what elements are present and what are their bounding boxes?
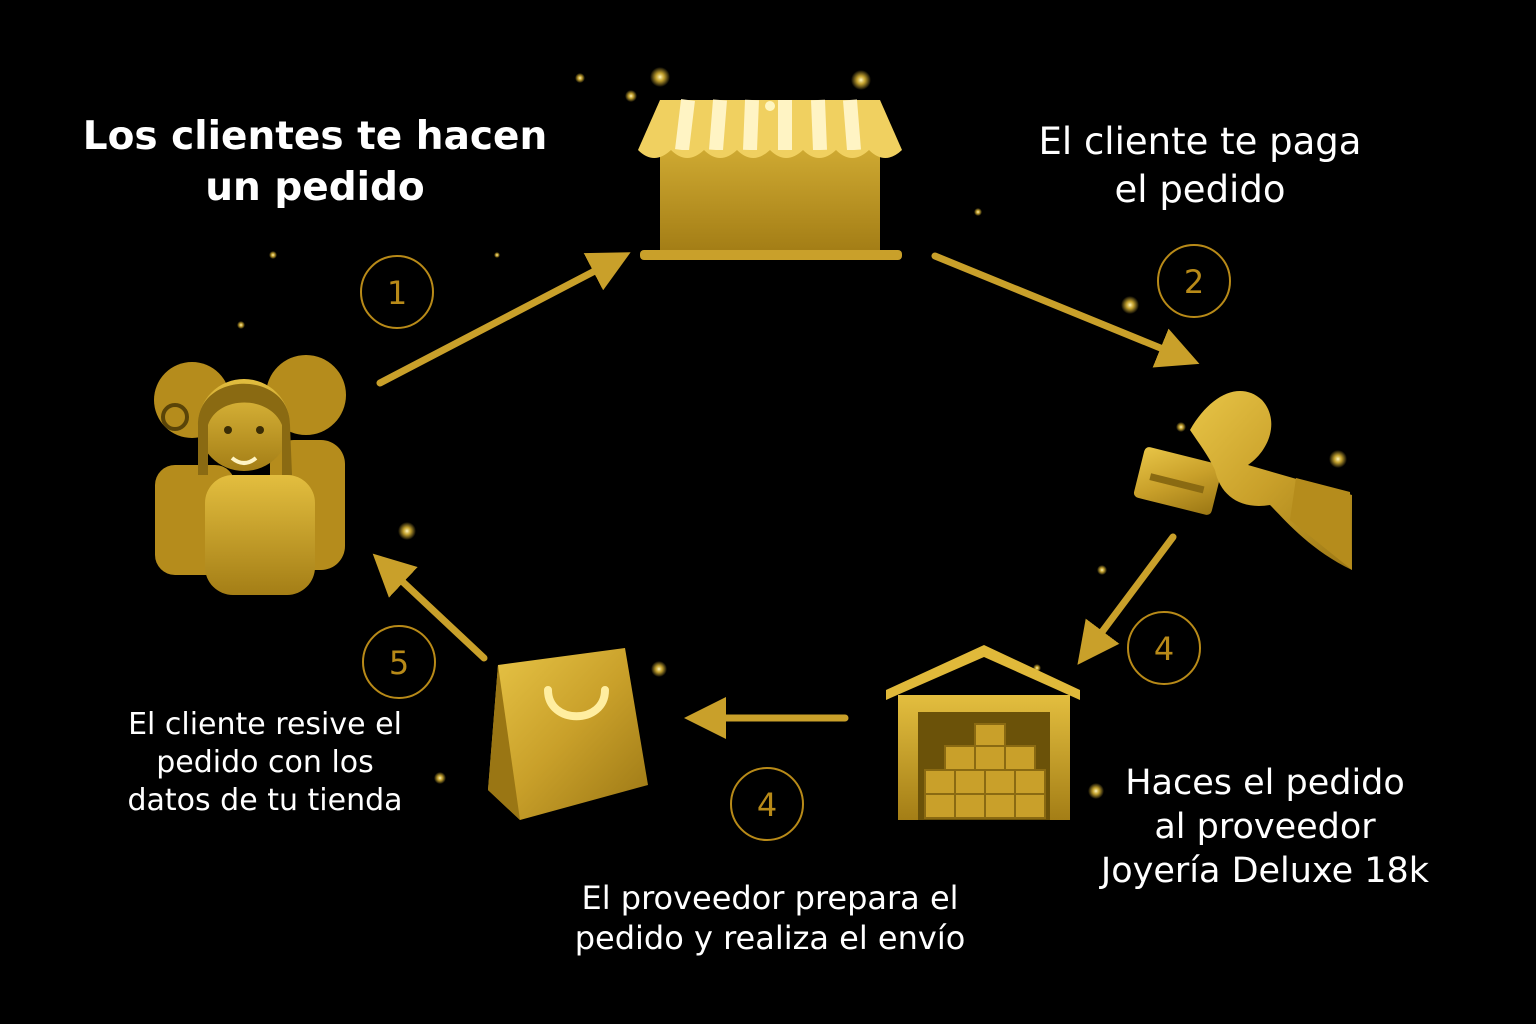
shopping-bag-icon [488,648,648,820]
step-3-line-2: al proveedor [1154,806,1376,847]
step-3-line-1: Haces el pedido [1125,763,1405,803]
arrow-payment-to-warehouse [1077,533,1177,665]
customers-icon [154,355,346,595]
flow-arrows [372,252,1200,739]
step-number-2: 2 [1157,244,1231,318]
step-number-3: 4 [1127,611,1201,685]
step-3-label: Haces el pedido al proveedor Joyería Del… [1085,762,1445,893]
arrow-bag-to-customers [372,553,488,662]
hand-card-icon [1133,391,1352,570]
arrow-store-to-payment [931,252,1200,368]
step-number-4: 4 [730,767,804,841]
step-4-line-1: El proveedor prepara el [581,879,959,917]
step-2-label: El cliente te paga el pedido [1000,118,1400,214]
storefront-icon [638,99,902,260]
step-1-line-2: un pedido [205,164,425,210]
step-5-line-2: pedido con los [156,745,374,781]
step-1-label: Los clientes te hacen un pedido [60,112,570,213]
warehouse-icon [886,645,1080,820]
step-2-line-1: El cliente te paga [1038,120,1362,163]
arrow-customers-to-store [376,252,631,387]
step-5-label: El cliente resive el pedido con los dato… [90,706,440,820]
step-number-1: 1 [360,255,434,329]
step-4-line-2: pedido y realiza el envío [574,919,966,957]
step-2-line-2: el pedido [1114,168,1286,212]
step-3-line-3: Joyería Deluxe 18k [1100,850,1430,891]
step-5-line-1: El cliente resive el [128,707,402,742]
step-4-label: El proveedor prepara el pedido y realiza… [520,878,1020,958]
step-number-5: 5 [362,625,436,699]
step-1-line-1: Los clientes te hacen [82,114,548,159]
step-5-line-3: datos de tu tienda [127,783,403,819]
